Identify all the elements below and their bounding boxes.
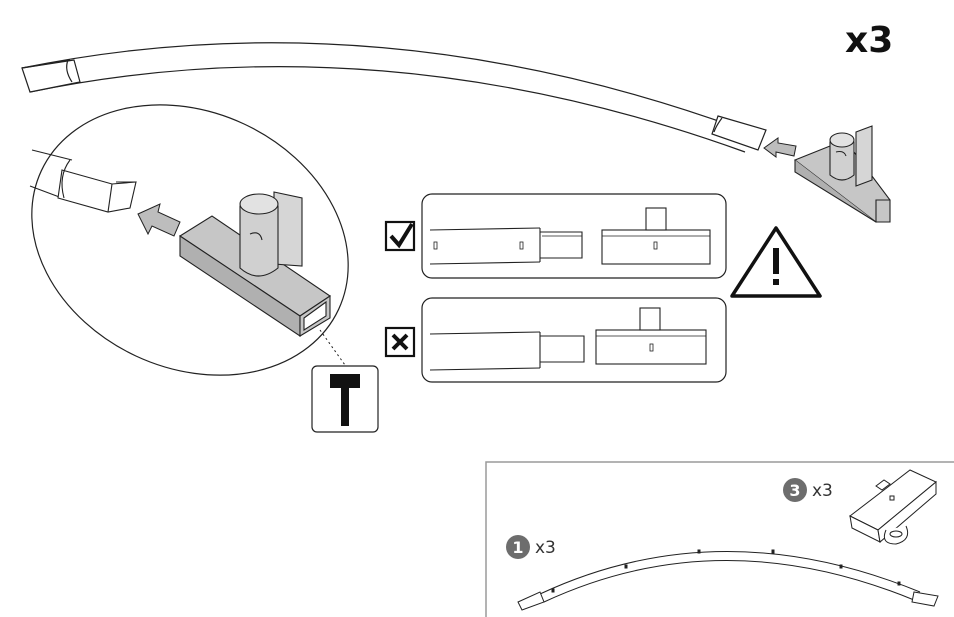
mallet-icon [311,365,379,433]
detail-zoom-ellipse [29,104,351,376]
t-connector-small [793,125,891,223]
direction-arrow-icon [763,137,797,158]
parts-list-panel: 1 x3 3 x3 [485,461,954,617]
part-badge-3 [783,478,807,502]
quantity-multiplier: x3 [845,20,893,61]
part-count-3: x3 [812,481,833,501]
t-connector-large [178,191,331,338]
direction-arrow-icon [137,203,181,237]
warning-triangle-icon [730,226,822,298]
wrong-fit-panel [421,297,727,383]
cross-box-icon [384,326,416,358]
t-connector-part [849,469,937,545]
part-badge-1 [506,535,530,559]
part-badge-1-label: 1 [512,538,523,557]
curved-tube-main [21,42,767,153]
curved-tube-part [517,549,939,611]
part-count-1: x3 [535,538,556,558]
checkmark-box-icon [384,220,416,252]
correct-fit-panel [421,193,727,279]
part-badge-3-label: 3 [789,481,800,500]
